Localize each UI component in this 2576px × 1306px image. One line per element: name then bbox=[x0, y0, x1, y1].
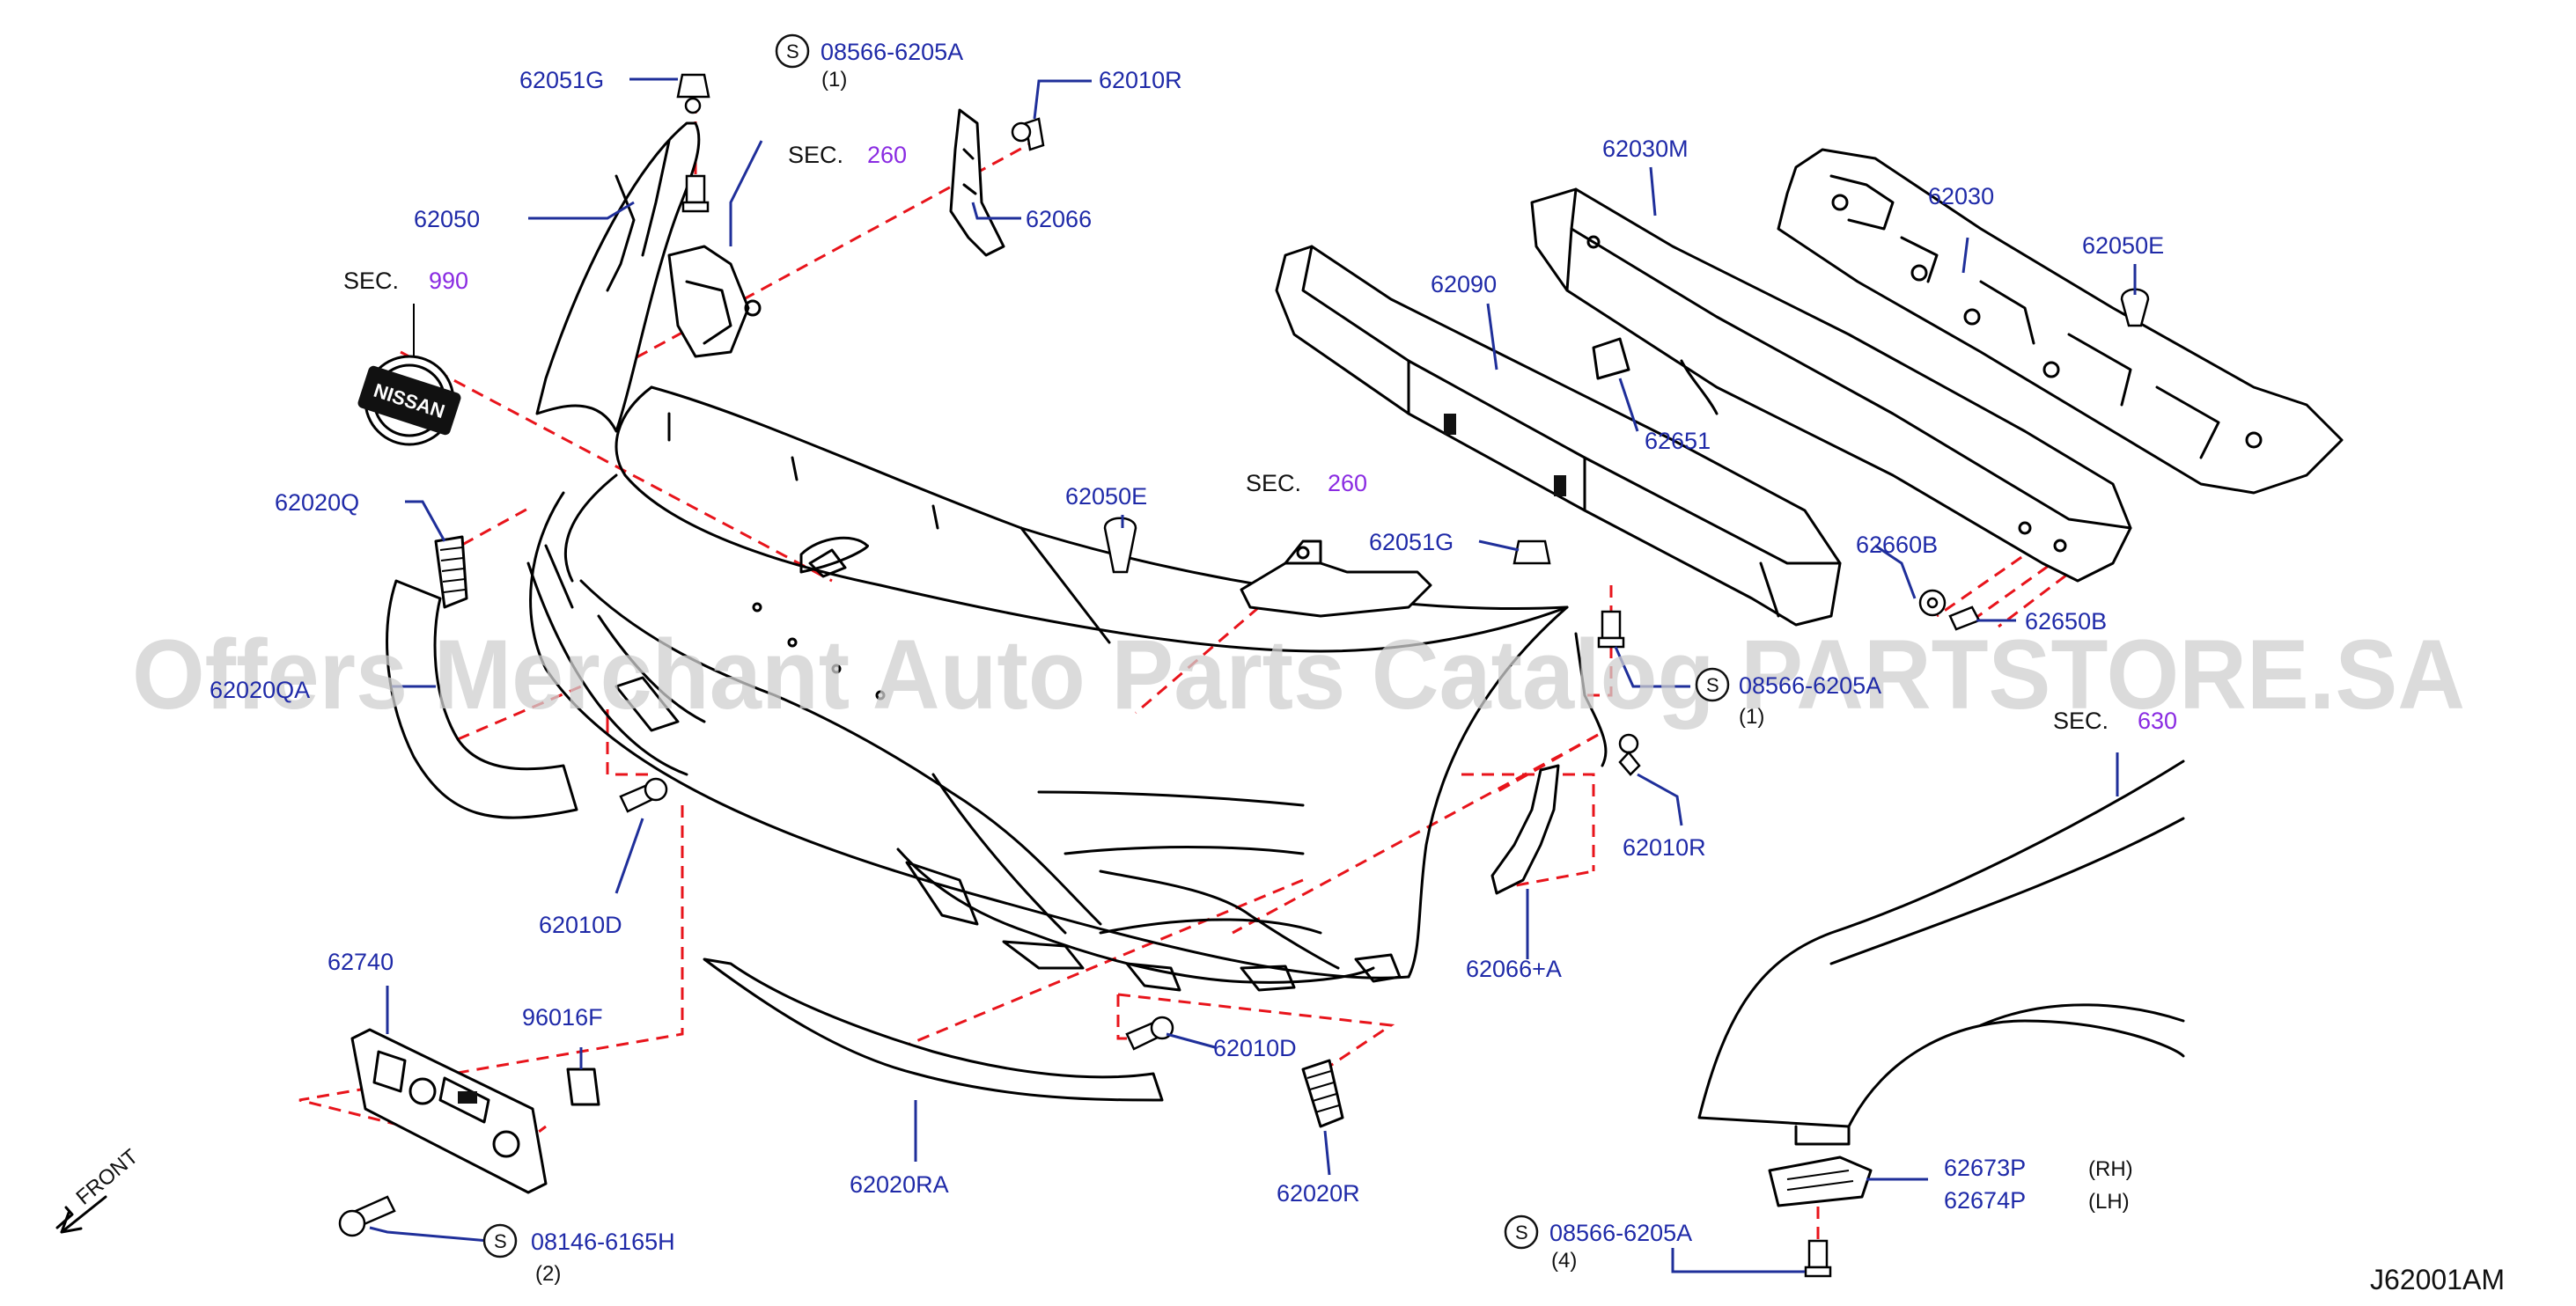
sec-number-630[interactable]: 630 bbox=[2138, 708, 2177, 734]
part-label-62020r[interactable]: 62020R bbox=[1277, 1180, 1360, 1207]
upper-bumper-trim bbox=[535, 121, 701, 433]
sec-number-260-top[interactable]: 260 bbox=[867, 142, 907, 168]
left-corner-trim-62020qa bbox=[386, 579, 578, 819]
front-lip-spoiler-62020ra bbox=[703, 957, 1164, 1102]
bracket-62066 bbox=[949, 108, 1005, 257]
bumper-reinforcement-62090 bbox=[1275, 245, 1842, 627]
sec-prefix-990: SEC. bbox=[343, 268, 399, 294]
sec-number-990[interactable]: 990 bbox=[429, 268, 468, 294]
front-label: FRONT bbox=[72, 1145, 144, 1210]
part-label-62010d-mid[interactable]: 62010D bbox=[1213, 1035, 1297, 1061]
license-plate-bracket bbox=[350, 1028, 548, 1194]
front-direction-arrow bbox=[55, 1195, 107, 1234]
standard-symbol: S bbox=[1706, 674, 1719, 696]
part-qty-08566-top: (1) bbox=[821, 68, 847, 92]
leader-lines bbox=[369, 77, 2137, 1273]
part-label-62050[interactable]: 62050 bbox=[414, 206, 480, 232]
fender bbox=[1697, 759, 2185, 1146]
sec-prefix-630: SEC. bbox=[2053, 708, 2109, 734]
energy-absorber-62030m bbox=[1530, 187, 2132, 583]
part-label-96016f[interactable]: 96016F bbox=[522, 1004, 603, 1031]
part-label-62051g-mid[interactable]: 62051G bbox=[1369, 529, 1454, 555]
sec-prefix-260-top: SEC. bbox=[788, 142, 843, 168]
part-label-08566-mid[interactable]: 08566-6205A bbox=[1739, 672, 1881, 699]
part-label-62651[interactable]: 62651 bbox=[1645, 428, 1711, 454]
part-label-08146[interactable]: 08146-6165H bbox=[531, 1229, 675, 1255]
clip-62651 bbox=[1592, 337, 1630, 380]
upper-absorber-62030 bbox=[1777, 148, 2344, 495]
part-label-62020qa[interactable]: 62020QA bbox=[210, 677, 310, 703]
fender-bracket-62673p bbox=[1768, 1156, 1873, 1207]
part-label-08566-bottom[interactable]: 08566-6205A bbox=[1549, 1220, 1692, 1246]
part-label-62066[interactable]: 62066 bbox=[1026, 206, 1092, 232]
part-label-62010r-top[interactable]: 62010R bbox=[1099, 67, 1182, 93]
nissan-emblem: NISSAN bbox=[357, 355, 461, 446]
part-label-62030[interactable]: 62030 bbox=[1928, 183, 1994, 209]
part-labels: 62051G S 08566-6205A (1) 62010R 62050 62… bbox=[210, 33, 2164, 1286]
part-qty-08566-mid: (1) bbox=[1739, 705, 1764, 729]
part-label-08566-top[interactable]: 08566-6205A bbox=[821, 39, 963, 65]
standard-symbol: S bbox=[786, 40, 799, 62]
clip-96016f bbox=[566, 1068, 600, 1106]
part-label-62740[interactable]: 62740 bbox=[328, 949, 394, 975]
headlamp-mount-bracket bbox=[1240, 539, 1432, 618]
side-bracket-62066a bbox=[1490, 764, 1560, 895]
part-side-62674p: (LH) bbox=[2088, 1190, 2130, 1214]
part-label-62090[interactable]: 62090 bbox=[1431, 271, 1497, 297]
part-label-62050e-right[interactable]: 62050E bbox=[2082, 232, 2164, 259]
part-label-62030m[interactable]: 62030M bbox=[1602, 136, 1689, 162]
mesh-insert-62020r bbox=[1301, 1059, 1344, 1128]
part-qty-08566-bottom: (4) bbox=[1551, 1249, 1577, 1273]
upper-headlamp-bracket bbox=[667, 245, 762, 358]
part-label-62010d-left[interactable]: 62010D bbox=[539, 912, 622, 938]
part-label-62650b[interactable]: 62650B bbox=[2025, 608, 2107, 635]
mesh-insert-62020q bbox=[434, 535, 468, 609]
part-label-62066a[interactable]: 62066+A bbox=[1466, 956, 1562, 982]
diagram-code: J62001AM bbox=[2370, 1264, 2505, 1295]
part-label-62020q[interactable]: 62020Q bbox=[275, 489, 359, 516]
sec-number-260-mid[interactable]: 260 bbox=[1328, 470, 1367, 496]
part-label-62020ra[interactable]: 62020RA bbox=[850, 1171, 949, 1198]
part-label-62660b[interactable]: 62660B bbox=[1856, 532, 1938, 558]
front-bumper-fascia bbox=[526, 385, 1608, 992]
part-side-62673p: (RH) bbox=[2088, 1157, 2133, 1181]
part-label-62010r-mid[interactable]: 62010R bbox=[1623, 834, 1706, 861]
part-label-62673p[interactable]: 62673P bbox=[1944, 1155, 2026, 1181]
standard-symbol: S bbox=[1515, 1222, 1528, 1244]
watermark-text: Offers Merchant Auto Parts Catalog PARTS… bbox=[132, 620, 2465, 730]
section-references: SEC. 260 SEC. 990 SEC. 260 SEC. 630 bbox=[343, 142, 2177, 734]
part-qty-08146: (2) bbox=[535, 1262, 561, 1286]
standard-symbol: S bbox=[494, 1230, 507, 1252]
part-label-62050e-mid[interactable]: 62050E bbox=[1065, 483, 1147, 510]
part-label-62674p[interactable]: 62674P bbox=[1944, 1187, 2026, 1214]
sec-prefix-260-mid: SEC. bbox=[1246, 470, 1301, 496]
part-label-62051g-top[interactable]: 62051G bbox=[519, 67, 604, 93]
